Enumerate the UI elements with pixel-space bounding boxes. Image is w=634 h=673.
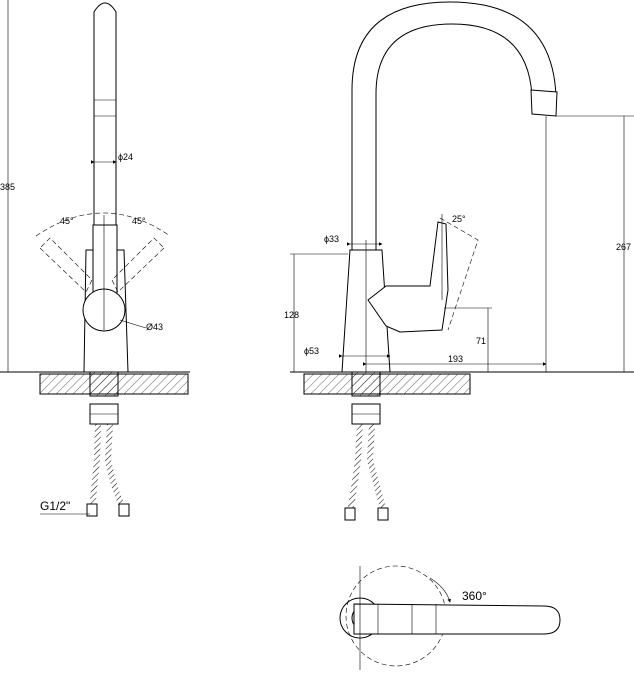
side-hose-left xyxy=(347,423,363,513)
side-handle xyxy=(367,221,449,333)
side-spout-height-label: 267 xyxy=(616,242,631,252)
side-hose-right xyxy=(366,423,387,513)
front-handle xyxy=(92,224,118,296)
side-body-height-label: 128 xyxy=(284,310,299,320)
front-body-diameter-label: Ø43 xyxy=(146,322,163,332)
side-spout xyxy=(351,1,557,250)
front-view: ϕ24 45° 45° Ø43 385 G1/2" xyxy=(0,0,190,517)
front-spout xyxy=(93,2,117,240)
top-rotation-label: 360° xyxy=(462,589,487,603)
front-thread-stud xyxy=(89,371,119,397)
side-handle-height-label: 71 xyxy=(476,336,486,346)
front-height-label: 385 xyxy=(0,182,15,192)
front-hose-left xyxy=(89,423,101,511)
front-hose-right xyxy=(104,423,127,512)
side-base-diameter-label: ϕ53 xyxy=(304,346,319,356)
side-view: 25° ϕ33 ϕ53 128 71 193 267 xyxy=(284,1,634,521)
top-handle xyxy=(353,603,561,635)
front-thread-label: G1/2" xyxy=(40,499,70,513)
side-top-diameter-label: ϕ33 xyxy=(324,234,339,244)
front-angle-left-label: 45° xyxy=(60,216,74,226)
front-spout-diameter-label: ϕ24 xyxy=(118,152,133,162)
top-view: 360° xyxy=(339,565,561,670)
side-reach-label: 193 xyxy=(448,354,463,364)
side-countertop xyxy=(303,373,471,395)
front-angle-right-label: 45° xyxy=(132,216,146,226)
side-thread-stud xyxy=(351,371,381,397)
side-handle-angle-label: 25° xyxy=(452,214,466,224)
